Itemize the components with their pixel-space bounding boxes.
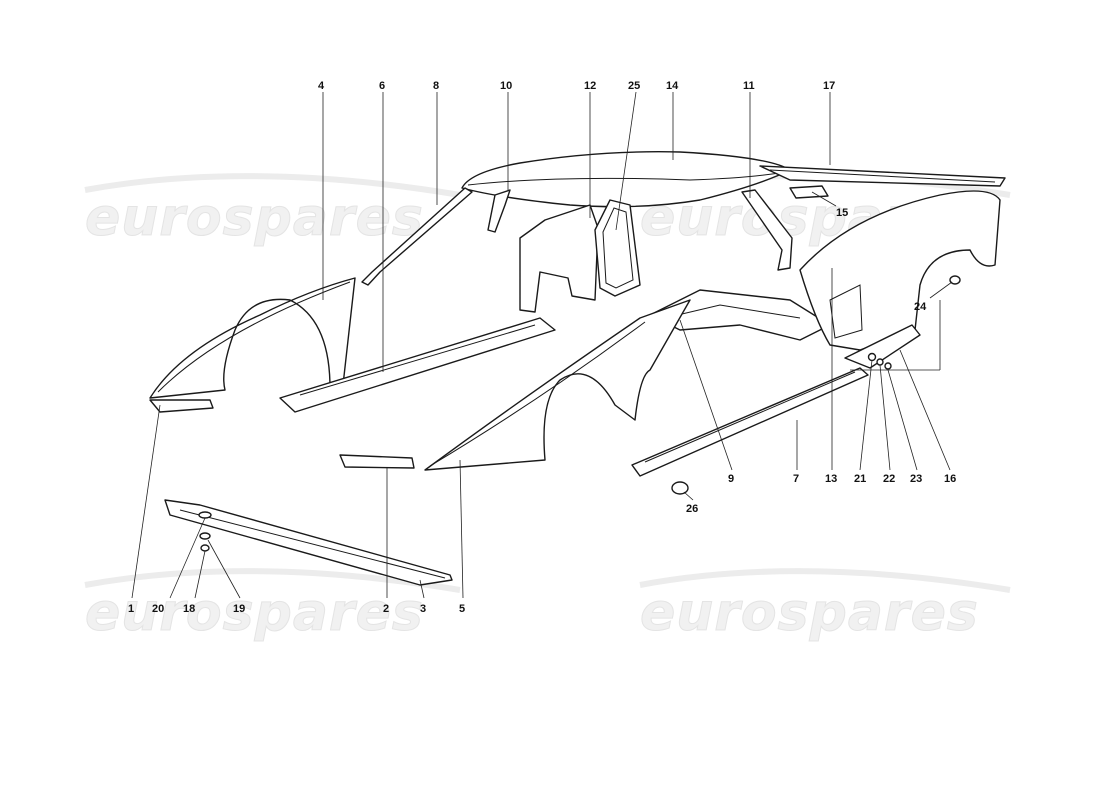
callout-22: 22 xyxy=(883,473,895,485)
left-front-fender-edge xyxy=(157,281,351,393)
watermark-text: eurospares xyxy=(640,583,979,643)
leader-lines xyxy=(131,91,953,599)
rear-quarter-vent xyxy=(829,284,863,339)
left-sill-panel xyxy=(279,317,556,413)
rubber-grommet xyxy=(671,481,689,495)
front-bumper-trim-left xyxy=(149,399,214,413)
callout-3: 3 xyxy=(420,603,426,615)
callout-6: 6 xyxy=(379,80,385,92)
front-spoiler-edge xyxy=(179,509,446,579)
rear-quarter-panel xyxy=(799,190,1001,351)
right-front-fender-edge xyxy=(429,321,646,467)
watermark-swoosh xyxy=(84,173,461,198)
roof-edge-line xyxy=(467,171,786,186)
right-sill-panel xyxy=(631,367,869,477)
callout-17: 17 xyxy=(823,80,835,92)
callout-4: 4 xyxy=(318,80,325,92)
door-frame-seal xyxy=(594,199,641,297)
left-front-fender xyxy=(149,277,356,399)
rear-lower-trim xyxy=(844,324,921,369)
callout-7: 7 xyxy=(793,473,799,485)
fastener-washer xyxy=(884,362,892,370)
callout-21: 21 xyxy=(854,473,866,485)
fastener-clip xyxy=(867,352,877,362)
callout-23: 23 xyxy=(910,473,922,485)
watermark-swoosh xyxy=(639,568,1011,593)
wheel-arch-plug xyxy=(949,275,961,285)
floor-tunnel-member xyxy=(649,289,831,341)
floor-tunnel-detail xyxy=(664,304,801,319)
inner-b-pillar-panel xyxy=(519,204,599,313)
fastener-nut xyxy=(876,358,884,366)
door-frame-seal-inner xyxy=(602,207,634,289)
mounting-bracket xyxy=(789,185,829,199)
callout-13: 13 xyxy=(825,473,837,485)
left-sill-detail xyxy=(299,324,536,396)
watermark-text: eurospares xyxy=(85,583,424,643)
callout-25: 25 xyxy=(628,80,640,92)
callout-18: 18 xyxy=(183,603,195,615)
callout-16: 16 xyxy=(944,473,956,485)
callout-labels: 4 6 8 10 12 25 14 11 17 15 24 9 7 13 21 … xyxy=(128,80,956,615)
rear-roof-rail-detail xyxy=(769,169,996,183)
callout-9: 9 xyxy=(728,473,734,485)
callout-14: 14 xyxy=(666,80,679,92)
callout-8: 8 xyxy=(433,80,439,92)
screw-head xyxy=(198,511,212,519)
watermark-swoosh xyxy=(84,568,461,593)
nut xyxy=(200,544,210,552)
callout-24: 24 xyxy=(914,301,927,313)
callout-1: 1 xyxy=(128,603,134,615)
right-sill-detail xyxy=(644,371,856,463)
callout-5: 5 xyxy=(459,603,465,615)
callout-19: 19 xyxy=(233,603,245,615)
callout-15: 15 xyxy=(836,207,848,219)
washer xyxy=(199,532,211,540)
callout-26: 26 xyxy=(686,503,698,515)
inner-rear-pillar xyxy=(741,189,793,271)
callout-20: 20 xyxy=(152,603,164,615)
callout-11: 11 xyxy=(743,80,755,92)
callout-10: 10 xyxy=(500,80,512,92)
callout-2: 2 xyxy=(383,603,389,615)
windshield-pillar-trim xyxy=(361,187,473,286)
front-bumper-trim-right xyxy=(339,454,415,469)
callout-12: 12 xyxy=(584,80,596,92)
watermark-text: eurospares xyxy=(85,188,424,248)
inner-a-pillar xyxy=(487,189,511,233)
